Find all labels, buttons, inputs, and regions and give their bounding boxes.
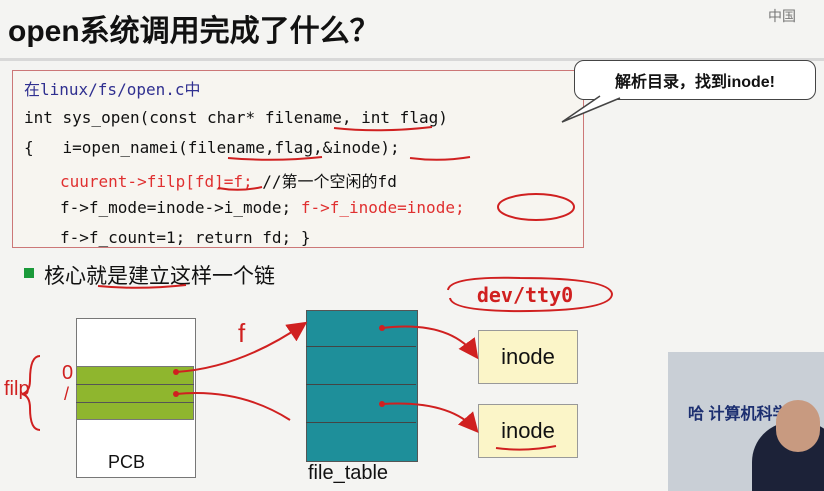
code-file-line: 在linux/fs/open.c中 [24, 80, 201, 99]
code-line-1: int sys_open(const char* filename, int f… [24, 108, 448, 127]
file-table-row-divider [306, 384, 416, 385]
file-table-box [306, 310, 418, 462]
filp-brace [21, 355, 41, 431]
dev-tty-label: dev/tty0 [476, 283, 574, 307]
f-label: f [238, 318, 246, 348]
bullet-text: 核心就是建立这样一个链 [44, 264, 275, 288]
callout-tail [561, 95, 621, 123]
code-line-5: f->f_count=1; return fd; } [60, 228, 311, 247]
presenter-video: 哈 计算机科学与 [668, 352, 824, 491]
arrow-origin-dot [173, 391, 179, 397]
file-table-row-divider [306, 422, 416, 423]
logo: 中国 [768, 8, 796, 24]
filp-row-divider [76, 384, 194, 385]
file-table-label: file_table [308, 462, 389, 484]
code-line-3-highlight: cuurent->filp[fd]=f; [60, 172, 253, 191]
fd-underline [217, 186, 263, 191]
callout-bubble: 解析目录，找到inode! [574, 60, 816, 100]
page-title: open系统调用完成了什么？ [8, 15, 380, 48]
bullet-underline [97, 284, 187, 289]
code-line-4-highlight: f->f_inode=inode; [300, 198, 465, 217]
code-line-4: f->f_mode=inode->i_mode; f->f_inode=inod… [60, 198, 465, 217]
presenter-head [776, 400, 820, 452]
table-to-inode-arrow-2 [381, 402, 479, 434]
code-line-2: { i=open_namei(filename,flag,&inode); [24, 138, 400, 157]
code-line-3: cuurent->filp[fd]=f; //第一个空闲的fd [60, 168, 397, 192]
code-line-3-comment: //第一个空闲的fd [252, 172, 397, 191]
pcb-to-table-arrow-2 [175, 392, 291, 421]
video-caption: 哈 计算机科学与 [688, 406, 805, 423]
file-table-row-divider [306, 346, 416, 347]
dev-tty-circle [447, 276, 614, 313]
index-0-label: 0 [62, 362, 74, 384]
arrow-origin-dot [379, 325, 385, 331]
filp-row-divider [76, 402, 194, 403]
filename-underline [333, 126, 433, 132]
inode2-underline [495, 445, 557, 451]
arrow-origin-dot [173, 369, 179, 375]
pcb-label: PCB [108, 452, 146, 472]
title-divider [0, 58, 824, 61]
arrow-origin-dot [379, 401, 385, 407]
bullet-square-icon [24, 268, 34, 278]
table-to-inode-arrow-1 [381, 325, 479, 360]
pcb-to-table-arrow [175, 321, 308, 373]
inode-underline [409, 156, 471, 161]
index-1-label: / [64, 384, 70, 404]
filename-underline-2 [227, 156, 323, 161]
inode-box-1: inode [478, 330, 578, 384]
code-line-4-start: f->f_mode=inode->i_mode; [60, 198, 301, 217]
inode-circle [497, 193, 575, 221]
